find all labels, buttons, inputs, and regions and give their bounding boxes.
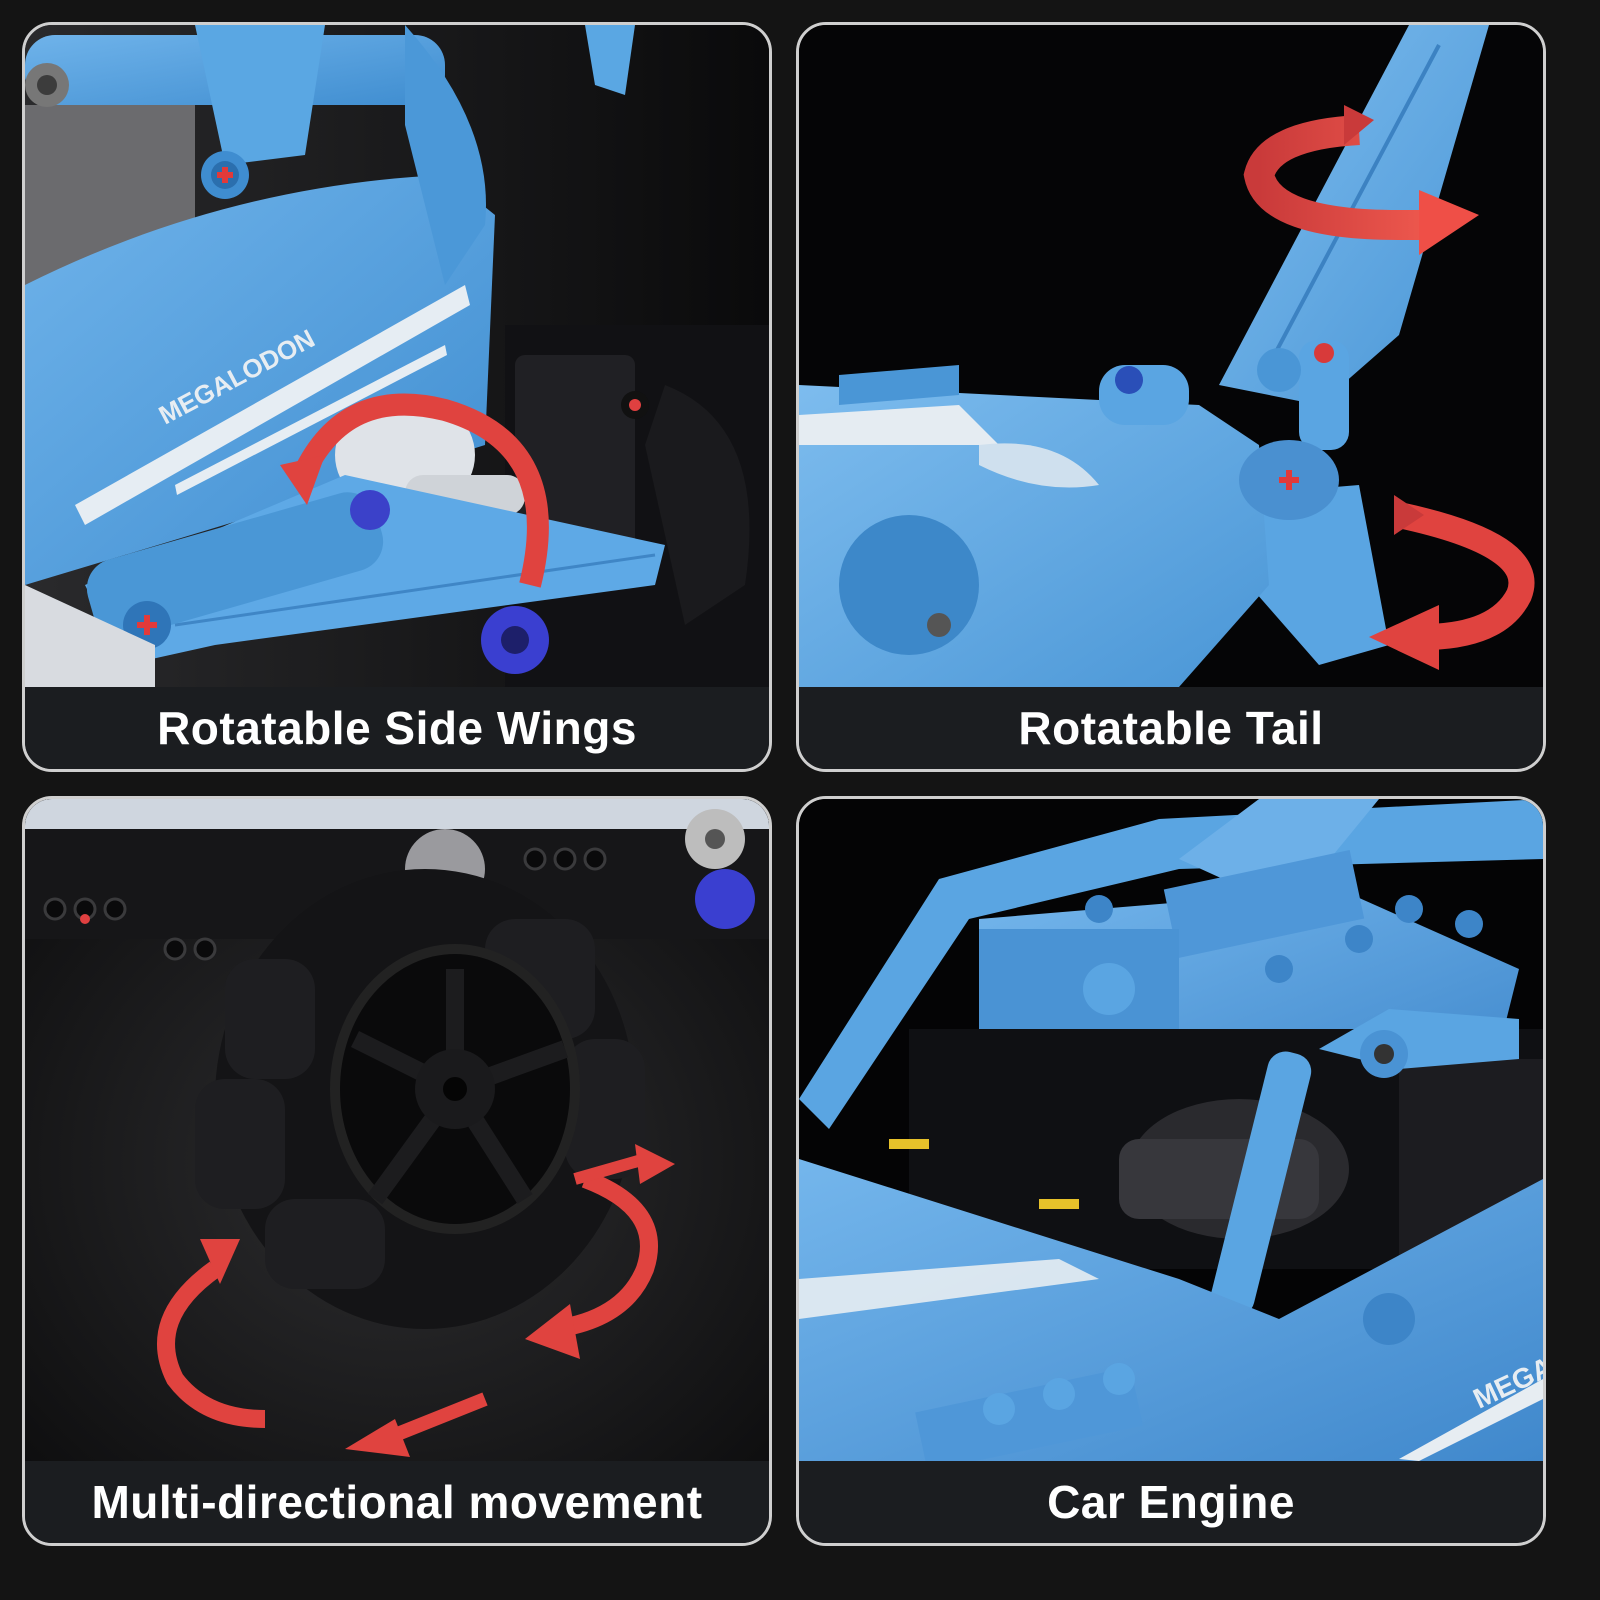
feature-caption: Car Engine xyxy=(1047,1476,1295,1528)
feature-panel-engine: MEGA Car Engine xyxy=(796,796,1546,1546)
rotate-arrow-icon xyxy=(280,393,549,588)
feature-panel-tail: Rotatable Tail xyxy=(796,22,1546,772)
feature-panel-side-wings: MEGALODON Rotatable Side Wings xyxy=(22,22,772,772)
rotate-arrow-icon xyxy=(1243,105,1479,255)
feature-caption: Multi-directional movement xyxy=(91,1476,703,1528)
side-wings-illustration: MEGALODON xyxy=(25,25,769,687)
wheel-illustration xyxy=(25,799,769,1461)
rotate-arrow-icon xyxy=(1369,495,1535,670)
tail-illustration xyxy=(799,25,1543,687)
engine-illustration: MEGA xyxy=(799,799,1543,1461)
caption-bar: Multi-directional movement xyxy=(25,1461,769,1543)
caption-bar: Car Engine xyxy=(799,1461,1543,1543)
caption-bar: Rotatable Tail xyxy=(799,687,1543,769)
feature-panel-movement: Multi-directional movement xyxy=(22,796,772,1546)
caption-bar: Rotatable Side Wings xyxy=(25,687,769,769)
feature-caption: Rotatable Tail xyxy=(1018,702,1324,754)
rotate-arrow-icon xyxy=(157,1144,675,1428)
feature-caption: Rotatable Side Wings xyxy=(157,702,637,754)
move-arrow-icon xyxy=(345,1392,488,1457)
